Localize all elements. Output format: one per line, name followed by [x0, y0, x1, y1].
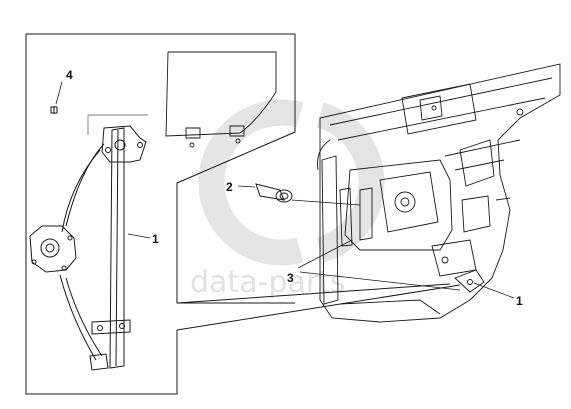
- callout-1-regulator: 1: [152, 232, 159, 246]
- watermark-text: data-parts: [190, 265, 346, 300]
- callout-1-door: 1: [516, 294, 523, 308]
- callouts: 4 2 1 3 1: [66, 68, 523, 308]
- callout-2: 2: [226, 180, 233, 194]
- leader-lines: [55, 81, 515, 299]
- gear-logo: [198, 99, 385, 266]
- grommet-plug: [255, 183, 293, 203]
- callout-4: 4: [66, 68, 73, 82]
- attachment-guides: [87, 114, 148, 135]
- detail-frame: [25, 33, 461, 395]
- callout-3: 3: [287, 271, 294, 285]
- window-regulator: [29, 106, 147, 371]
- door-glass: [165, 51, 277, 148]
- door-inner-panel: [317, 63, 561, 323]
- watermark: data-parts: [190, 99, 385, 300]
